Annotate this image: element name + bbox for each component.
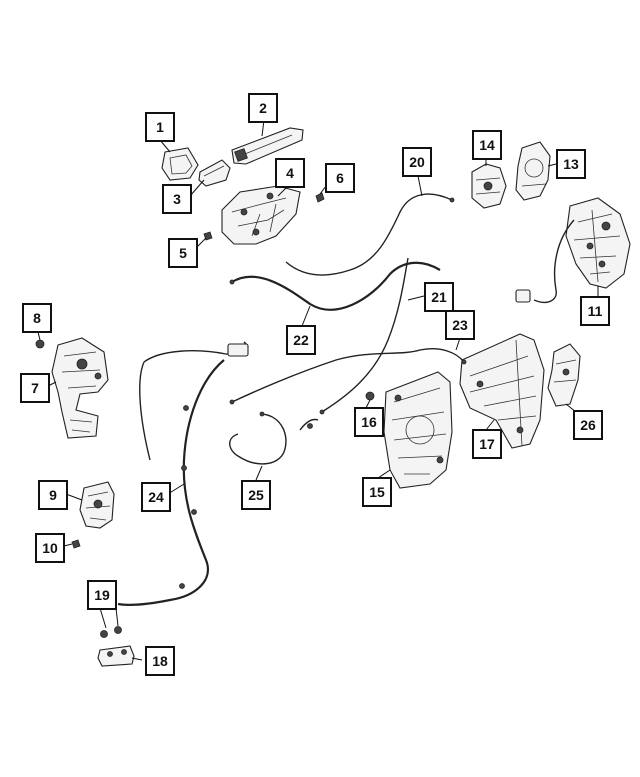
part-21-cable [319,257,409,415]
part-4-handle-bracket [221,185,301,245]
callout-11: 11 [580,296,610,326]
part-23-cable [229,348,467,405]
callout-8: 8 [22,303,52,333]
part-15-door-module-panel [383,371,453,489]
part-17-window-regulator [459,333,545,449]
callout-19: 19 [87,580,117,610]
part-2-exterior-handle [231,127,304,165]
part-1-handle-bezel [161,147,199,181]
callout-17: 17 [472,429,502,459]
part-10-screw [71,539,81,549]
part-22-cable [229,261,441,311]
callout-10: 10 [35,533,65,563]
callout-26: 26 [573,410,603,440]
callout-25: 25 [241,480,271,510]
part-20-cable [285,193,455,276]
callout-23: 23 [445,310,475,340]
callout-16: 16 [354,407,384,437]
callout-5: 5 [168,238,198,268]
part-7-front-door-latch [51,337,109,439]
callout-7: 7 [20,373,50,403]
part-16-screw [365,391,375,401]
callout-9: 9 [38,480,68,510]
callout-1: 1 [145,112,175,142]
part-13-window-motor [515,141,551,201]
part-9-rear-door-latch [79,481,115,529]
callout-3: 3 [162,184,192,214]
part-14-lock-actuator [471,163,507,209]
callout-24: 24 [141,482,171,512]
part-19-nuts [100,626,122,638]
callout-20: 20 [402,147,432,177]
callout-21: 21 [424,282,454,312]
part-8-screw [35,339,45,349]
part-6-screw [315,192,325,203]
part-3-handle-cap [198,159,231,187]
part-26-bracket [547,343,581,407]
part-24-cable [117,341,249,606]
part-25-cable [229,411,319,465]
callout-14: 14 [472,130,502,160]
part-11-door-latch-actuator [515,197,631,304]
callout-6: 6 [325,163,355,193]
part-18-clip [97,645,135,667]
leader-lines [37,119,599,661]
callout-15: 15 [362,477,392,507]
callout-18: 18 [145,646,175,676]
callout-4: 4 [275,158,305,188]
callout-13: 13 [556,149,586,179]
callout-2: 2 [248,93,278,123]
callout-22: 22 [286,325,316,355]
